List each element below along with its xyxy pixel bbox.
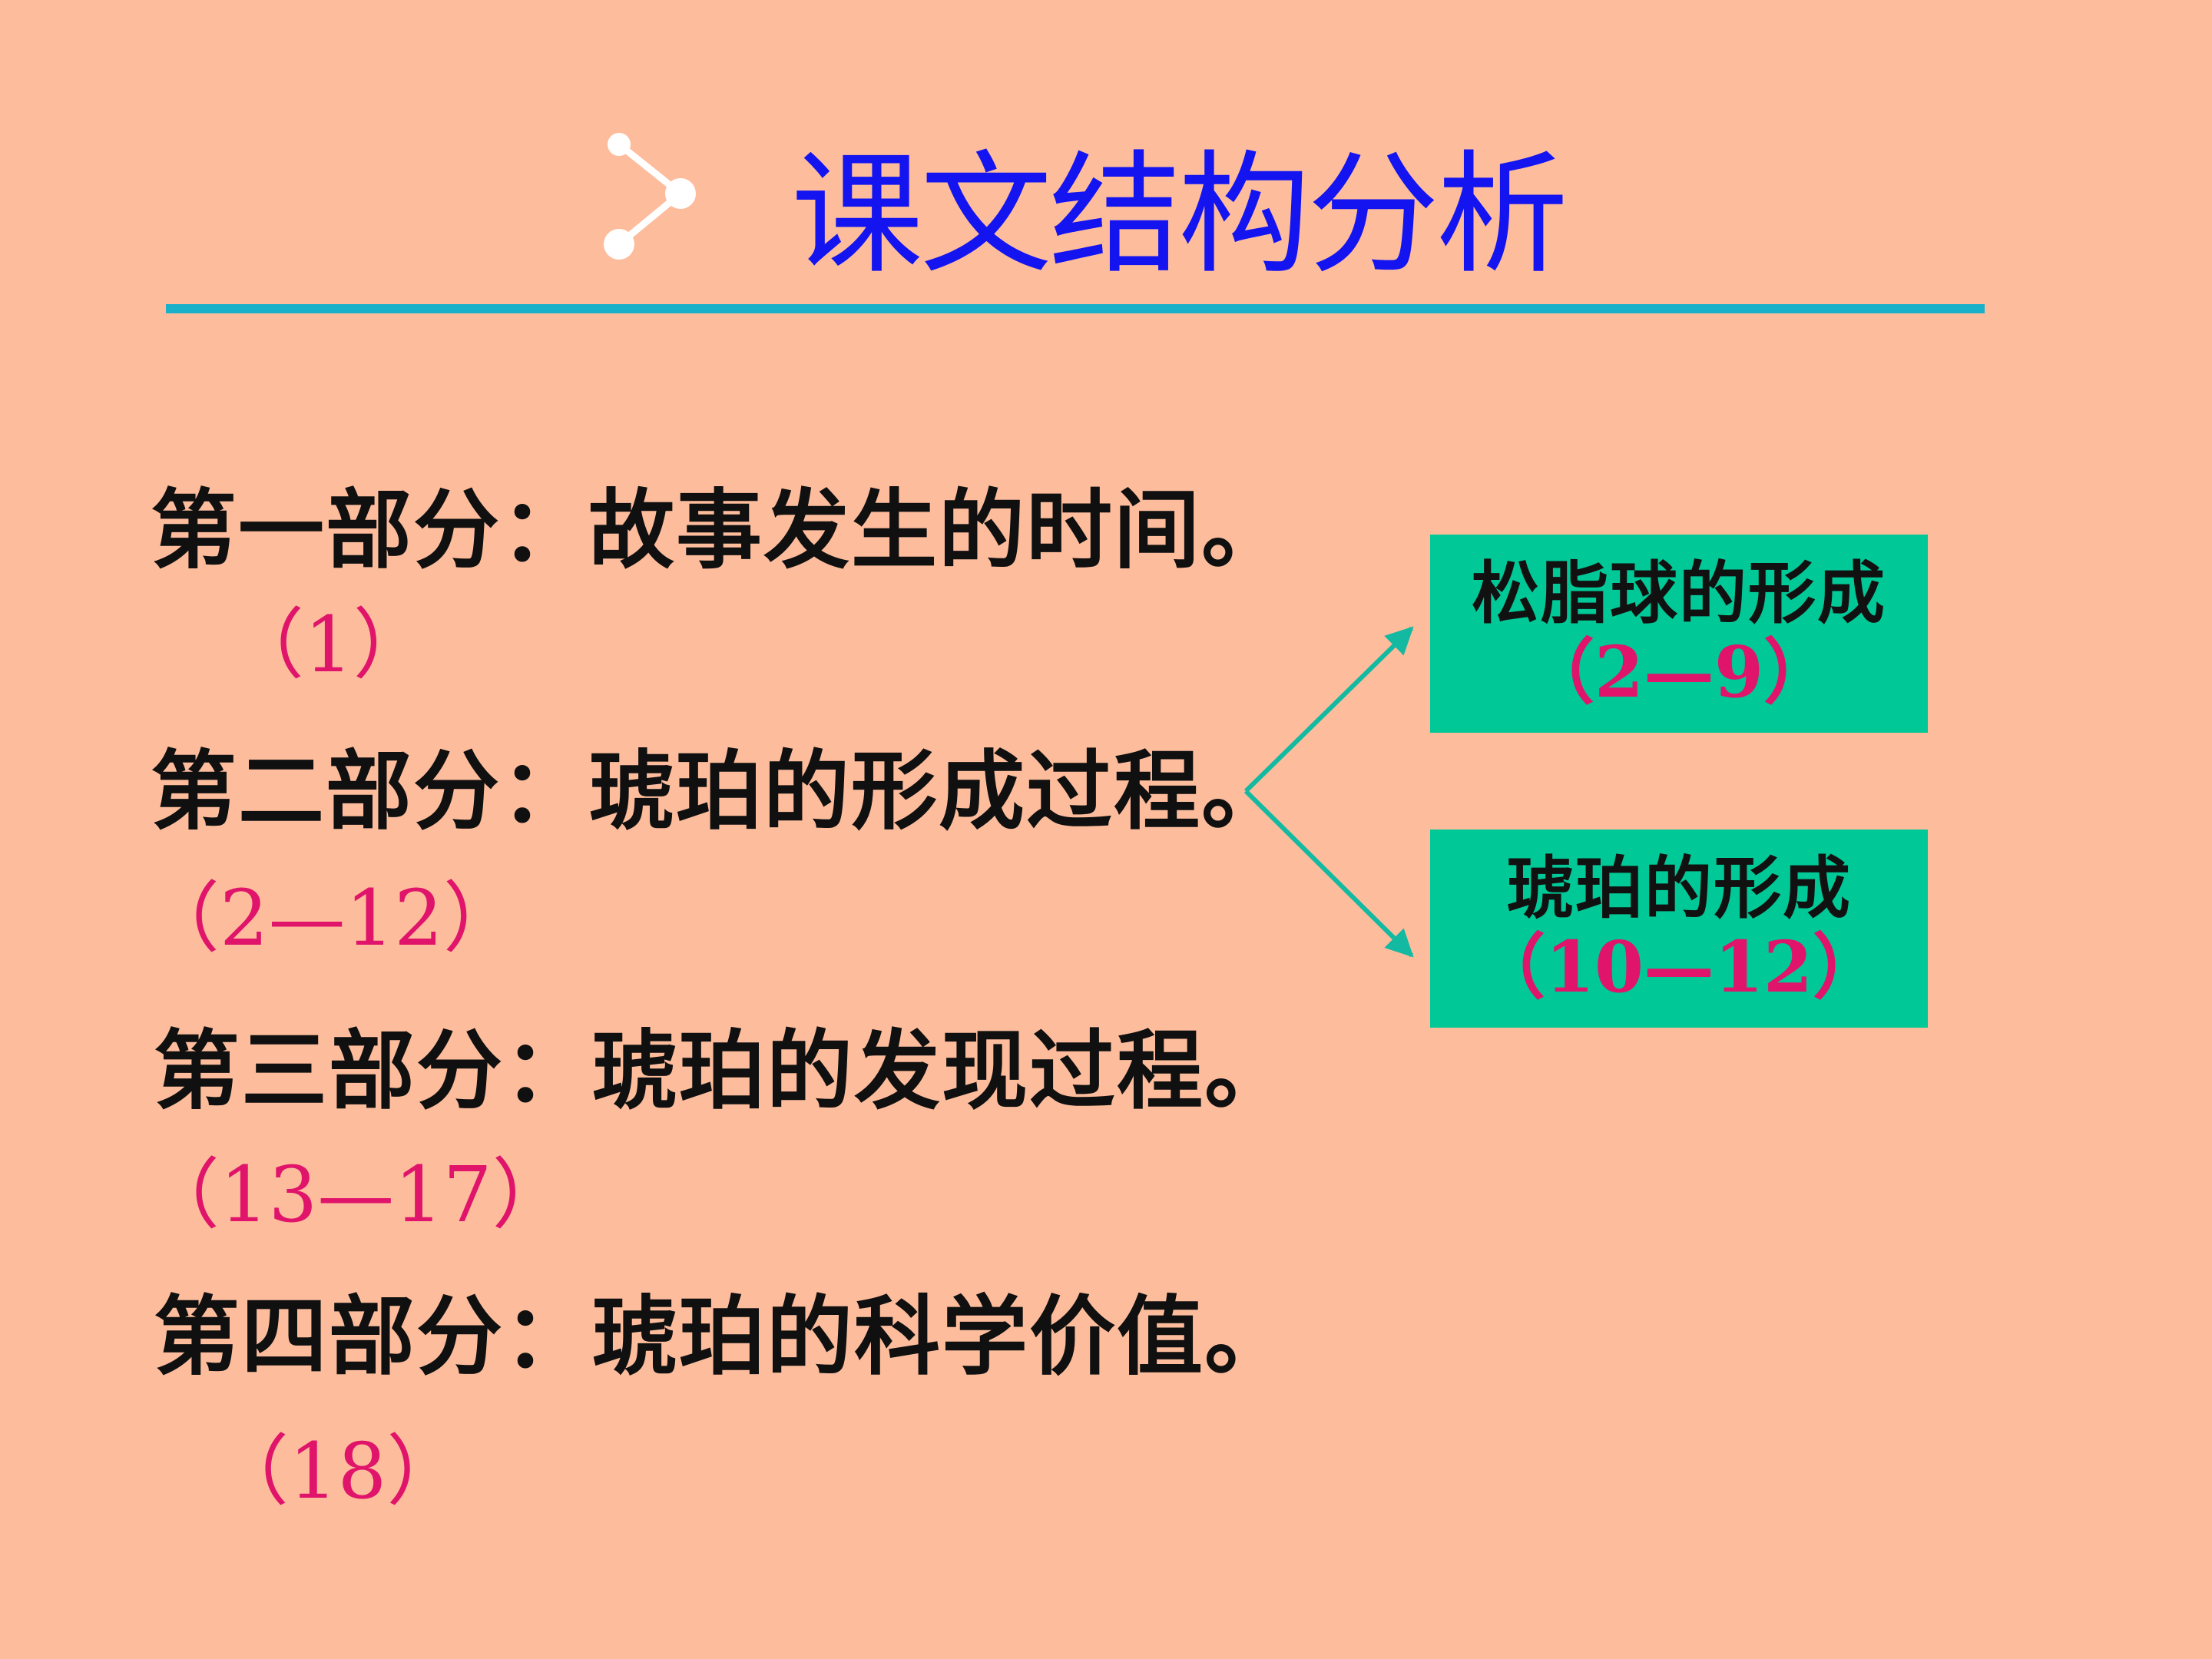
subpart-1-range: （2—9） [1523, 631, 1835, 714]
molecule-icon [604, 133, 696, 260]
subpart-2-title: 琥珀的形成 [1505, 848, 1852, 928]
part-1-range: （1） [227, 600, 430, 690]
branch-arrows [1243, 626, 1414, 958]
subpart-2-range: （10—12） [1474, 926, 1884, 1008]
part-2-heading: 第二部分：琥珀的形成过程。 [151, 741, 1289, 842]
arrow-down [1243, 789, 1414, 958]
part-3-heading: 第三部分：琥珀的发现过程。 [154, 1021, 1292, 1121]
part-1-heading: 第一部分：故事发生的时间。 [151, 480, 1289, 581]
part-3-range: （13—17） [143, 1150, 569, 1240]
subpart-box-rosin-ball: 松脂球的形成 （2—9） [1430, 535, 1928, 733]
part-2-range: （2—12） [143, 873, 520, 963]
arrow-up [1243, 626, 1414, 793]
slide-title: 课文结构分析 [791, 137, 1568, 292]
subpart-1-title: 松脂球的形成 [1471, 553, 1886, 633]
title-divider [166, 304, 1985, 313]
part-4-heading: 第四部分：琥珀的科学价值。 [154, 1286, 1292, 1387]
part-4-range: （18） [212, 1426, 464, 1516]
subpart-box-amber: 琥珀的形成 （10—12） [1430, 830, 1928, 1028]
